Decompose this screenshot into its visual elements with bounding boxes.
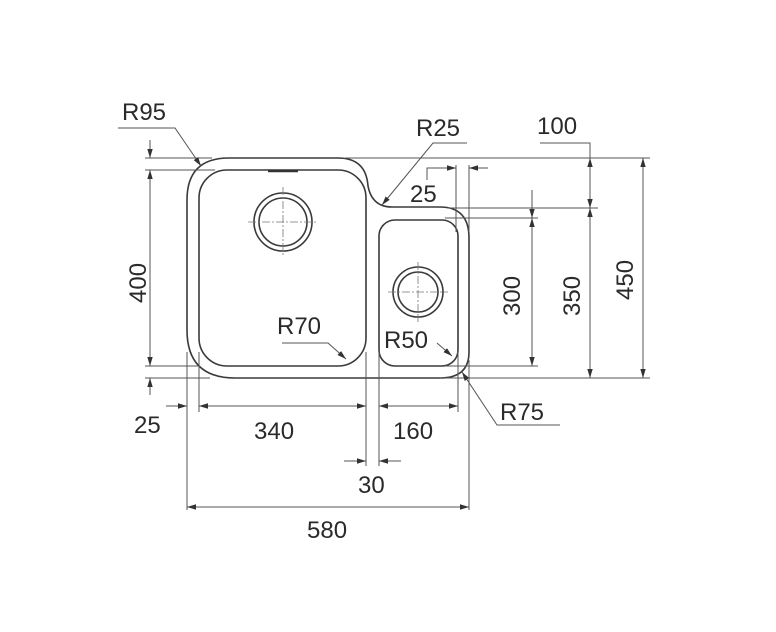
label-30: 30 bbox=[358, 472, 385, 499]
main-drain bbox=[248, 187, 318, 257]
label-r95: R95 bbox=[122, 99, 166, 126]
label-r50: R50 bbox=[384, 327, 428, 354]
label-340: 340 bbox=[254, 418, 294, 445]
label-r25: R25 bbox=[416, 115, 460, 142]
label-160: 160 bbox=[393, 418, 433, 445]
label-580: 580 bbox=[307, 517, 347, 544]
label-r75: R75 bbox=[500, 399, 544, 426]
dimension-lines bbox=[118, 127, 646, 510]
label-350: 350 bbox=[559, 276, 586, 316]
label-r70: R70 bbox=[277, 313, 321, 340]
small-bowl bbox=[378, 219, 459, 367]
small-drain bbox=[388, 262, 448, 322]
label-25-top: 25 bbox=[410, 181, 437, 208]
sink-outline bbox=[186, 157, 470, 379]
extension-lines bbox=[145, 157, 650, 510]
label-400: 400 bbox=[125, 263, 152, 303]
label-300: 300 bbox=[499, 276, 526, 316]
label-100: 100 bbox=[537, 113, 577, 140]
label-25-bottom: 25 bbox=[134, 412, 161, 439]
label-450: 450 bbox=[612, 260, 639, 300]
